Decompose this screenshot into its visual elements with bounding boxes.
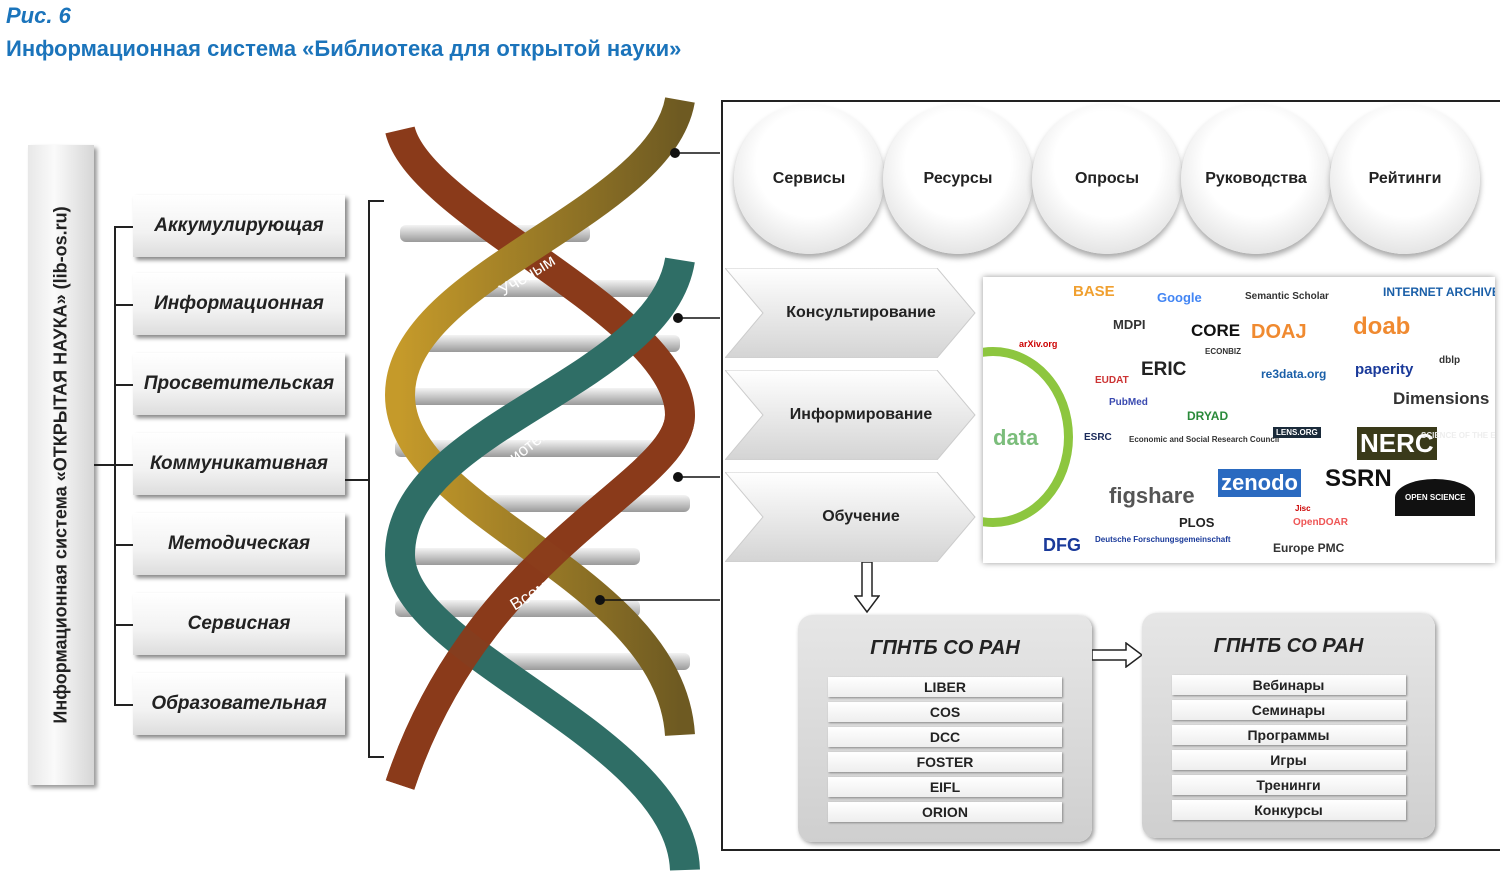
resource-logo: EUDAT — [1095, 375, 1129, 386]
activity-label: Консультирование — [786, 304, 936, 321]
resource-logo: Dimensions — [1393, 389, 1490, 408]
resource-logo: data — [993, 425, 1039, 450]
panel-item: Вебинары — [1171, 675, 1406, 695]
resource-logo: INTERNET ARCHIVE — [1383, 285, 1495, 299]
resource-logo: Deutsche Forschungsgemeinschaft — [1095, 535, 1231, 544]
bracket-tick — [114, 464, 133, 466]
bracket-tick — [114, 544, 133, 546]
panel-item: Семинары — [1171, 700, 1406, 720]
resource-logo: OpenDOAR — [1293, 517, 1348, 528]
category-circle: Опросы — [1032, 104, 1182, 254]
panel-item: EIFL — [828, 777, 1062, 797]
function-box: Информационная — [133, 273, 345, 335]
resource-logo: zenodo — [1218, 469, 1301, 497]
bracket-tick — [368, 756, 384, 758]
category-circle: Сервисы — [734, 104, 884, 254]
panel-partners: ГПНТБ СО РАН LIBER COS DCC FOSTER EIFL ORION — [798, 615, 1092, 842]
function-box: Просветительская — [133, 353, 345, 415]
resource-logo: DFG — [1043, 535, 1081, 555]
resource-logo: PLOS — [1179, 515, 1215, 530]
resource-logo: DRYAD — [1187, 409, 1229, 423]
resource-logo: LENS.ORG — [1273, 427, 1321, 438]
frame-left — [721, 100, 723, 851]
arrow-right-icon — [1092, 642, 1144, 668]
helix-rung — [395, 548, 640, 565]
activity-label: Информирование — [789, 406, 933, 423]
category-circle: Ресурсы — [883, 104, 1033, 254]
dna-helix: Ученым Библиотекарям Всем — [384, 96, 720, 872]
activity-chevron: Консультирование — [725, 268, 977, 358]
resource-logo: dblp — [1439, 355, 1461, 366]
activity-chevron: Обучение — [725, 472, 977, 562]
bracket — [368, 200, 370, 758]
resource-logo: re3data.org — [1261, 367, 1327, 381]
panel-item: ORION — [828, 802, 1062, 822]
bracket-tick — [368, 200, 384, 202]
category-circle: Руководства — [1181, 104, 1331, 254]
resource-logo: Jisc — [1295, 504, 1311, 513]
strand-gold — [384, 96, 695, 737]
resource-logo: BASE — [1073, 283, 1115, 300]
function-box: Методическая — [133, 513, 345, 575]
strand-teal — [384, 256, 700, 872]
panel-item: Программы — [1171, 725, 1406, 745]
system-label: Информационная система «ОТКРЫТАЯ НАУКА» … — [50, 206, 71, 724]
bracket — [114, 226, 116, 706]
resource-logo: Google — [1157, 290, 1202, 305]
figure-number: Рис. 6 — [6, 3, 71, 28]
panel-item: Тренинги — [1171, 775, 1406, 795]
strand-brown-front — [385, 413, 695, 790]
resource-logo: ESRC — [1081, 431, 1115, 444]
panel-title: ГПНТБ СО РАН — [870, 637, 1020, 659]
resource-logo: Europe PMC — [1273, 541, 1345, 555]
resource-logo: figshare — [1109, 483, 1195, 508]
bracket-tick — [114, 304, 133, 306]
resource-logo: paperity — [1355, 361, 1414, 378]
resource-logo: arXiv.org — [1019, 339, 1058, 349]
frame-top — [721, 100, 1500, 102]
resource-logo: NERC — [1357, 427, 1437, 460]
resource-logo: Semantic Scholar — [1245, 291, 1329, 302]
resource-logo: doab — [1353, 313, 1411, 340]
arrow-down-icon — [854, 562, 880, 614]
resource-logo: ECONBIZ — [1205, 347, 1241, 356]
bracket-tick — [114, 226, 133, 228]
resource-logo: DOAJ — [1251, 321, 1307, 343]
function-box: Коммуникативная — [133, 433, 345, 495]
resource-logos-collage: BASE Google Semantic Scholar INTERNET ARCHI… — [983, 277, 1495, 563]
resource-logo: SCIENCE OF THE ENVIRONMENT — [1421, 431, 1495, 440]
category-circle: Рейтинги — [1330, 104, 1480, 254]
function-box: Образовательная — [133, 673, 345, 735]
resource-logo: SSRN — [1325, 465, 1392, 492]
resource-logo: CORE — [1191, 321, 1241, 340]
resource-logo: OPEN SCIENCE — [1395, 479, 1476, 516]
panel-item: Конкурсы — [1171, 800, 1406, 820]
panel-item: FOSTER — [828, 752, 1062, 772]
activity-label: Обучение — [822, 508, 900, 525]
frame-bottom — [721, 849, 1500, 851]
panel-item: COS — [828, 702, 1062, 722]
resource-logo: PubMed — [1109, 397, 1148, 408]
activity-chevron: Информирование — [725, 370, 977, 460]
bracket-tick — [114, 624, 133, 626]
panel-item: DCC — [828, 727, 1062, 747]
system-label-bar: Информационная система «ОТКРЫТАЯ НАУКА» … — [28, 145, 94, 785]
resource-logo: ERIC — [1141, 359, 1187, 380]
function-box: Аккумулирующая — [133, 195, 345, 257]
resource-logo: MDPI — [1113, 317, 1146, 332]
panel-item: Игры — [1171, 750, 1406, 770]
panel-title: ГПНТБ СО РАН — [1213, 635, 1364, 657]
connector — [94, 464, 115, 466]
connector — [345, 479, 368, 481]
figure-title: Информационная система «Библиотека для о… — [6, 36, 682, 61]
bracket-tick — [114, 704, 133, 706]
function-box: Сервисная — [133, 593, 345, 655]
bracket-tick — [114, 384, 133, 386]
panel-item: LIBER — [828, 677, 1062, 697]
resource-logo: Economic and Social Research Council — [1129, 435, 1280, 444]
